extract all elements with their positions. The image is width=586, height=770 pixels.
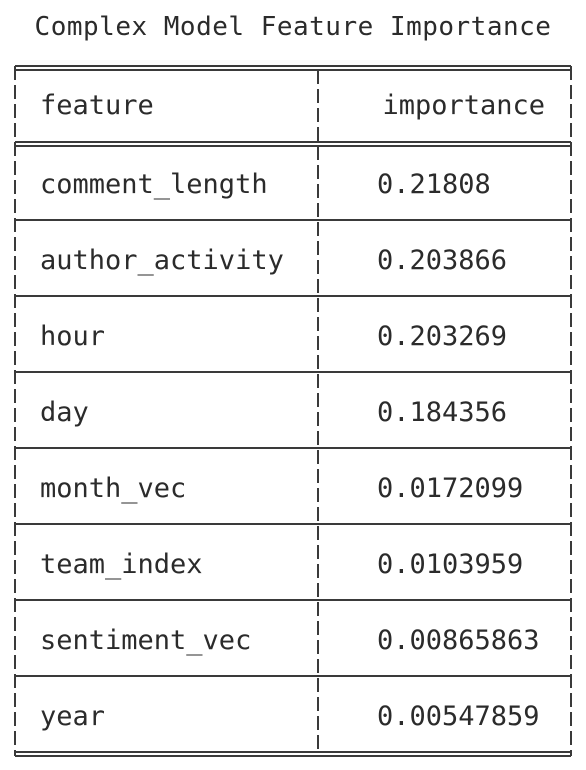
- cell-importance: 0.21808: [377, 169, 491, 200]
- cell-feature: team_index: [40, 549, 203, 580]
- cell-feature: year: [40, 701, 105, 732]
- cell-feature: hour: [40, 321, 105, 352]
- cell-feature: comment_length: [40, 169, 268, 200]
- column-header-feature: feature: [40, 90, 154, 121]
- cell-importance: 0.203866: [377, 245, 507, 276]
- cell-feature: author_activity: [40, 245, 284, 276]
- cell-feature: sentiment_vec: [40, 625, 251, 656]
- cell-feature: month_vec: [40, 473, 186, 504]
- cell-feature: day: [40, 397, 89, 428]
- cell-importance: 0.00547859: [377, 701, 540, 732]
- column-header-importance: importance: [382, 90, 545, 121]
- cell-importance: 0.0103959: [377, 549, 523, 580]
- cell-importance: 0.184356: [377, 397, 507, 428]
- table-title: Complex Model Feature Importance: [34, 12, 552, 42]
- cell-importance: 0.203269: [377, 321, 507, 352]
- cell-importance: 0.0172099: [377, 473, 523, 504]
- table-grid-lines: [14, 65, 572, 757]
- table-cells: feature importance comment_length 0.21808 au…: [40, 90, 545, 732]
- cell-importance: 0.00865863: [377, 625, 540, 656]
